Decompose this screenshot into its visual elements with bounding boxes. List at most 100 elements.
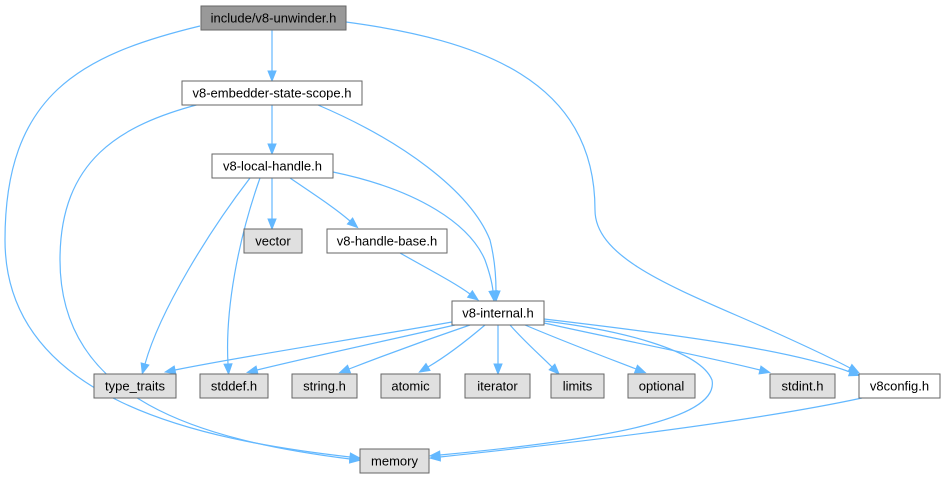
edge-handlebase-to-internal xyxy=(399,252,480,301)
edge-arrowhead xyxy=(488,289,498,303)
node-box xyxy=(769,373,836,399)
node-type-traits: type_traits xyxy=(93,373,177,399)
node-box xyxy=(291,373,358,399)
node-label: atomic xyxy=(391,379,430,394)
edge-arrowhead xyxy=(758,365,772,375)
node-box xyxy=(380,373,441,399)
node-label: iterator xyxy=(477,379,518,394)
node-stddef: stddef.h xyxy=(199,373,269,399)
node-label: stdint.h xyxy=(782,379,824,394)
node-box xyxy=(550,373,605,399)
edge-arrowhead xyxy=(548,363,561,376)
node-embedder[interactable]: v8-embedder-state-scope.h xyxy=(181,80,363,106)
edge-line xyxy=(427,324,486,368)
edge-root-to-v8config xyxy=(345,21,861,374)
node-label: memory xyxy=(371,454,418,469)
node-box xyxy=(200,5,347,31)
node-box xyxy=(451,300,545,326)
node-label: v8-embedder-state-scope.h xyxy=(193,86,352,101)
edge-arrowhead xyxy=(223,363,233,376)
edge-arrowhead xyxy=(348,454,362,464)
node-localhandle[interactable]: v8-local-handle.h xyxy=(211,153,334,179)
edge-arrowhead xyxy=(466,289,480,301)
edge-line xyxy=(144,177,251,365)
edge-arrowhead xyxy=(847,367,861,377)
node-box xyxy=(464,373,531,399)
edge-arrowhead xyxy=(163,365,177,375)
node-box xyxy=(93,373,177,399)
edge-line xyxy=(256,324,456,371)
node-optional: optional xyxy=(627,373,696,399)
edge-internal-to-type_traits xyxy=(163,321,453,375)
edge-arrowhead xyxy=(346,217,359,229)
node-label: limits xyxy=(563,379,593,394)
node-box xyxy=(359,448,430,474)
node-stdint: stdint.h xyxy=(769,373,836,399)
edge-arrowhead xyxy=(418,362,431,373)
edge-line xyxy=(345,21,851,369)
edge-internal-to-string xyxy=(338,324,471,374)
edge-line xyxy=(226,177,261,365)
edge-embedder-to-memory xyxy=(59,103,362,464)
edge-line xyxy=(4,25,351,458)
edge-line xyxy=(59,103,351,460)
edge-line xyxy=(439,397,863,458)
node-box xyxy=(181,80,363,106)
node-label: vector xyxy=(255,234,291,249)
node-internal[interactable]: v8-internal.h xyxy=(451,300,545,326)
node-label: include/v8-unwinder.h xyxy=(211,11,337,26)
edge-arrowhead xyxy=(267,143,277,156)
node-limits: limits xyxy=(550,373,605,399)
edge-line xyxy=(174,321,453,371)
node-vector: vector xyxy=(243,228,303,254)
edge-line xyxy=(332,171,494,292)
edge-localhandle-to-type_traits xyxy=(140,177,251,375)
nodes-layer: include/v8-unwinder.h v8-embedder-state-s… xyxy=(93,5,941,474)
edge-internal-to-atomic xyxy=(418,324,486,373)
node-box xyxy=(858,373,941,399)
edge-localhandle-to-stddef xyxy=(223,177,261,376)
edge-localhandle-to-vector xyxy=(267,178,277,231)
node-memory: memory xyxy=(359,448,430,474)
node-atomic: atomic xyxy=(380,373,441,399)
node-label: stddef.h xyxy=(211,379,257,394)
edge-line xyxy=(524,324,637,370)
edge-embedder-to-localhandle xyxy=(267,105,277,156)
node-label: v8-local-handle.h xyxy=(223,159,322,174)
node-label: string.h xyxy=(303,379,346,394)
edge-localhandle-to-internal xyxy=(332,171,498,303)
edge-arrowhead xyxy=(633,364,647,374)
node-box xyxy=(211,153,334,179)
node-root: include/v8-unwinder.h xyxy=(200,5,347,31)
edge-arrowhead xyxy=(140,362,150,375)
node-label: type_traits xyxy=(105,379,165,394)
node-string: string.h xyxy=(291,373,358,399)
edge-internal-to-v8config xyxy=(543,318,861,377)
node-label: optional xyxy=(639,379,685,394)
edge-localhandle-to-handlebase xyxy=(289,177,359,229)
edge-arrowhead xyxy=(493,363,503,376)
edge-v8config-to-memory xyxy=(428,397,863,462)
node-iterator: iterator xyxy=(464,373,531,399)
edge-arrowhead xyxy=(267,70,277,83)
node-handlebase[interactable]: v8-handle-base.h xyxy=(326,228,448,254)
edge-root-to-embedder xyxy=(267,30,277,83)
edge-line xyxy=(348,324,471,370)
node-box xyxy=(627,373,696,399)
node-label: v8-internal.h xyxy=(462,306,534,321)
edge-line xyxy=(399,252,471,295)
node-v8config[interactable]: v8config.h xyxy=(858,373,941,399)
node-label: v8-handle-base.h xyxy=(337,234,437,249)
edge-embedder-to-internal xyxy=(317,104,501,303)
edges-layer xyxy=(4,21,863,464)
edge-line xyxy=(509,324,553,368)
edge-line xyxy=(317,104,497,292)
edge-arrowhead xyxy=(338,364,352,374)
edge-internal-to-stddef xyxy=(245,324,456,375)
edge-internal-to-optional xyxy=(524,324,647,374)
edge-internal-to-limits xyxy=(509,324,561,376)
edge-line xyxy=(439,320,713,456)
edge-internal-to-iterator xyxy=(493,325,503,376)
node-box xyxy=(243,228,303,254)
